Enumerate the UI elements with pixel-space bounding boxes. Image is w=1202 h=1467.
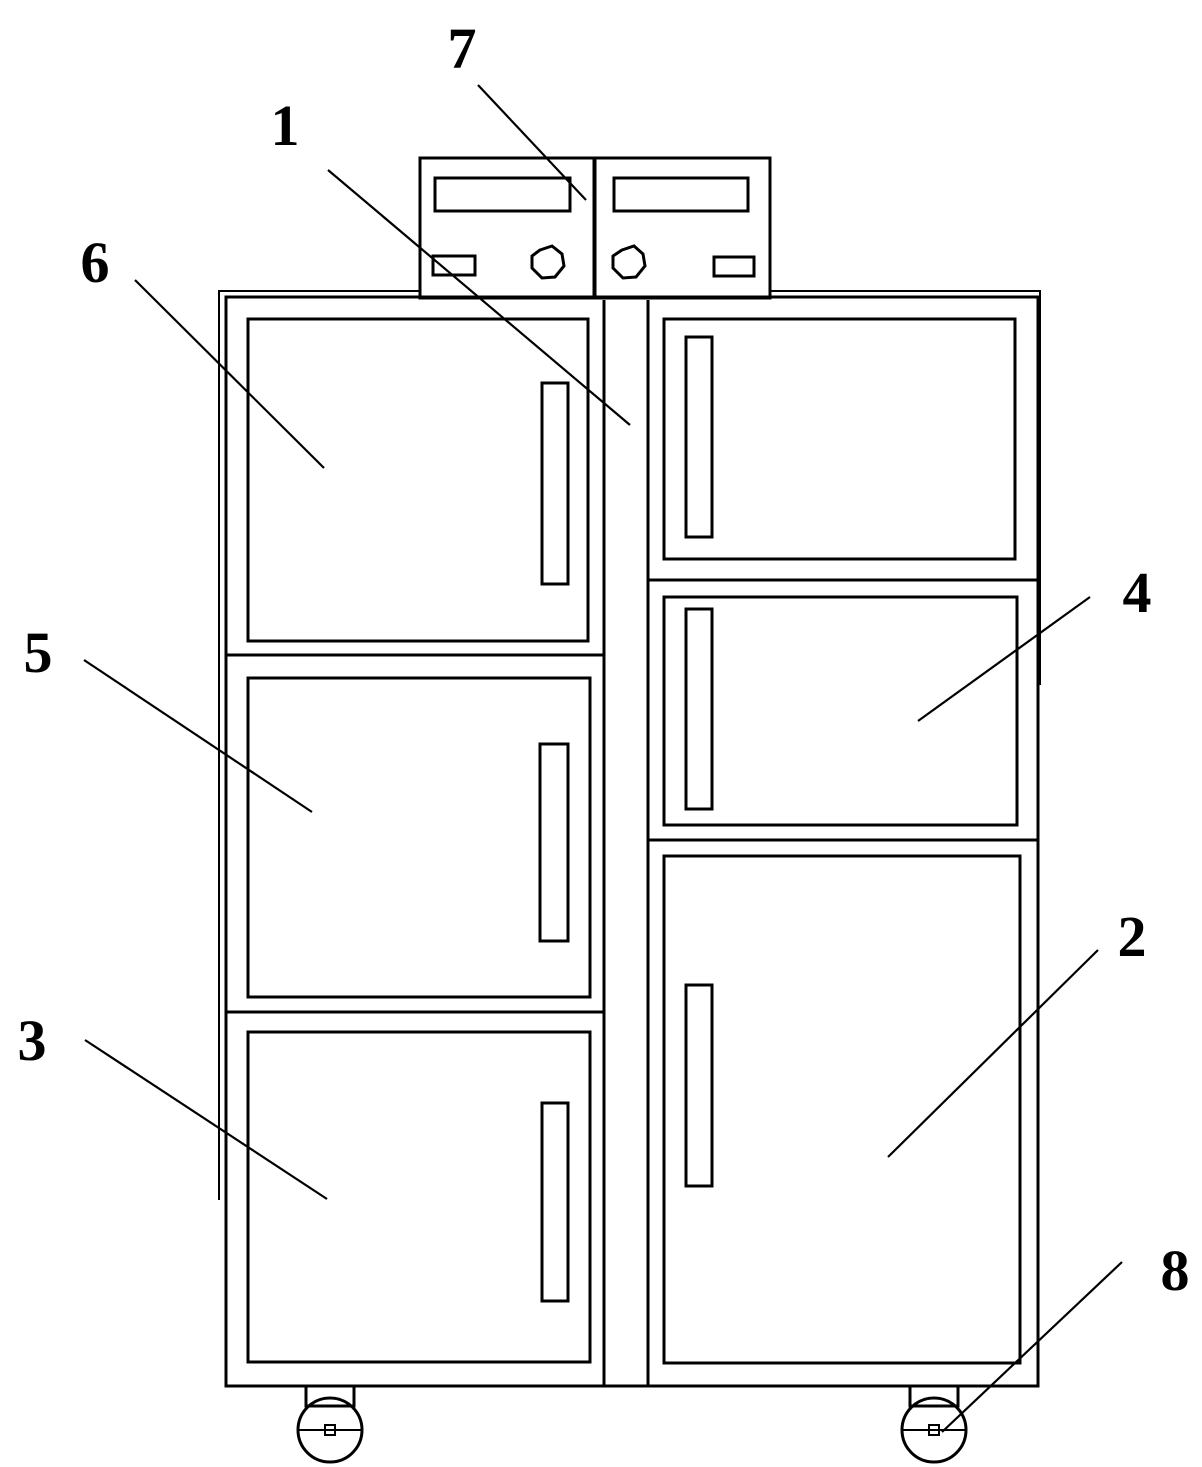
switch-left	[433, 256, 475, 275]
door-middle-left	[248, 678, 590, 997]
control-box-right	[595, 158, 770, 298]
switch-right	[714, 257, 754, 276]
wheel-left	[298, 1386, 362, 1462]
leader-line-6	[135, 280, 324, 468]
display-screen-right	[614, 178, 748, 211]
handle	[540, 744, 568, 941]
door-bottom-left	[248, 1032, 590, 1362]
cabinet-body	[219, 291, 1040, 1386]
knob-right	[613, 246, 645, 278]
label-3: 3	[18, 1008, 47, 1073]
door-bottom-right	[664, 856, 1020, 1363]
label-5: 5	[24, 620, 53, 685]
label-8: 8	[1161, 1238, 1190, 1303]
label-2: 2	[1118, 904, 1147, 969]
leader-line-7	[478, 85, 586, 200]
handle	[686, 985, 712, 1186]
door-top-left	[248, 319, 588, 641]
wheel-right	[902, 1386, 966, 1462]
handle	[686, 337, 712, 537]
label-4: 4	[1123, 560, 1152, 625]
leader-line-4	[918, 597, 1090, 721]
door-top-right	[664, 319, 1015, 559]
leader-line-5	[84, 660, 312, 812]
label-6: 6	[81, 230, 110, 295]
control-box-left	[420, 158, 594, 298]
handle	[542, 383, 568, 584]
leader-line-8	[942, 1262, 1122, 1432]
knob-left	[532, 246, 564, 278]
display-screen-left	[435, 178, 570, 211]
leader-line-2	[888, 950, 1098, 1157]
leader-line-3	[85, 1040, 327, 1199]
handle	[686, 609, 712, 809]
label-7: 7	[448, 16, 477, 81]
label-1: 1	[271, 93, 300, 158]
handle	[542, 1103, 568, 1301]
door-middle-right	[664, 597, 1017, 825]
